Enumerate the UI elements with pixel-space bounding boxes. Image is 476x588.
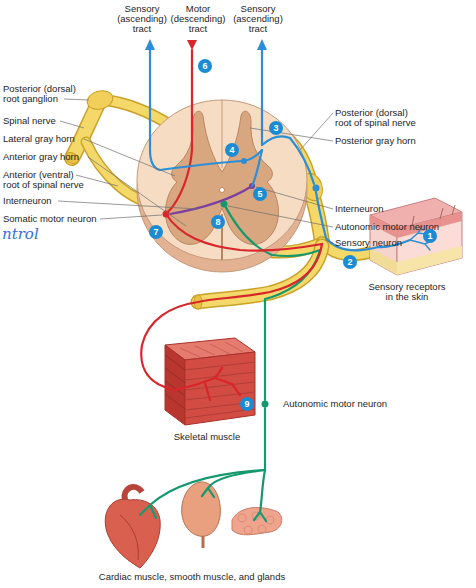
handwritten-note: ntrol (2, 226, 39, 242)
autonomic-branch (254, 470, 266, 521)
structure-label: Sensory neuron (335, 238, 402, 248)
tract-label: Sensory (ascending) tract (111, 4, 173, 34)
tract-label: Sensory (ascending) tract (227, 4, 289, 34)
structure-label: Posterior (dorsal) root of spinal nerve (335, 108, 421, 128)
leader-line (84, 139, 175, 176)
autonomic-ganglion-cell (262, 401, 269, 408)
structure-label: Lateral gray horn (3, 134, 75, 144)
callout-number: 8 (211, 215, 225, 229)
heart-groove (120, 515, 138, 560)
callout-number: 6 (198, 59, 212, 73)
callout-number: 2 (343, 255, 357, 269)
leader-line (88, 157, 186, 226)
white-matter (137, 100, 307, 260)
structure-label: Sensory receptors in the skin (367, 282, 447, 302)
descending-motor-tract (168, 50, 192, 212)
figure-caption: Cardiac muscle, smooth muscle, and gland… (62, 572, 322, 582)
dorsal-root-ganglion (85, 88, 115, 112)
autonomic-branch (140, 470, 265, 518)
leader-line (256, 187, 333, 209)
callout-number: 1 (423, 229, 437, 243)
leader-line (300, 113, 333, 150)
aortic-arch (125, 487, 142, 500)
ascending-sensory-tract (150, 44, 244, 170)
structure-label: Autonomic motor neuron (283, 399, 387, 409)
autonomic-postganglionic-axon (264, 408, 266, 470)
arrowhead (145, 39, 155, 50)
structure-label: Anterior (ventral) root of spinal nerve (3, 170, 89, 190)
structure-label: Skeletal muscle (157, 432, 257, 442)
muscle-fibers (185, 362, 255, 418)
structure-label: Posterior (dorsal) root ganglion (3, 84, 89, 104)
muscle-side (165, 345, 185, 425)
muscle-front (185, 352, 255, 425)
hypodermis (370, 248, 397, 275)
somatic-motor-axon (141, 214, 322, 390)
leader-line (58, 201, 198, 209)
posterior-median-sulcus (222, 100, 223, 168)
structure-label: Interneuron (3, 196, 52, 206)
gland-lobules (238, 512, 274, 534)
callout-number: 3 (269, 121, 283, 135)
leader-line (250, 128, 333, 141)
urinary-bladder (182, 482, 221, 536)
tract-label: Motor (descending) tract (166, 4, 230, 34)
autonomic-branch (202, 470, 265, 497)
central-canal (220, 188, 225, 193)
leader-line (64, 99, 89, 100)
interneuron-axon (170, 186, 252, 214)
callout-number: 5 (253, 187, 267, 201)
neuron-cell-body (313, 185, 320, 192)
autonomic-preganglionic-axon (224, 204, 320, 400)
structure-label: Posterior gray horn (335, 136, 416, 146)
callout-number: 4 (225, 143, 239, 157)
structure-label: Somatic motor neuron (3, 214, 96, 224)
callout-number: 9 (240, 397, 254, 411)
muscle-fibers (165, 355, 185, 409)
urethra (202, 536, 205, 548)
muscle-fascicles (180, 342, 243, 357)
callout-number: 7 (149, 225, 163, 239)
motor-end-plates (195, 368, 240, 400)
leader-line (100, 215, 162, 219)
gland (232, 507, 282, 534)
leader-line (228, 206, 333, 227)
dorsal-root (104, 100, 170, 125)
structure-label: Spinal nerve (3, 116, 56, 126)
structure-label: Autonomic motor neuron (335, 222, 439, 232)
arrowhead (257, 39, 267, 50)
neuron-cell-body (241, 158, 247, 164)
dorsal-root-outline (104, 100, 170, 125)
structure-label: Anterior gray horn (3, 152, 79, 162)
structure-label: Interneuron (335, 204, 384, 214)
arrowhead (187, 40, 197, 50)
leader-line (60, 121, 84, 128)
sensory-branch (252, 150, 262, 186)
leader-line (325, 240, 333, 243)
